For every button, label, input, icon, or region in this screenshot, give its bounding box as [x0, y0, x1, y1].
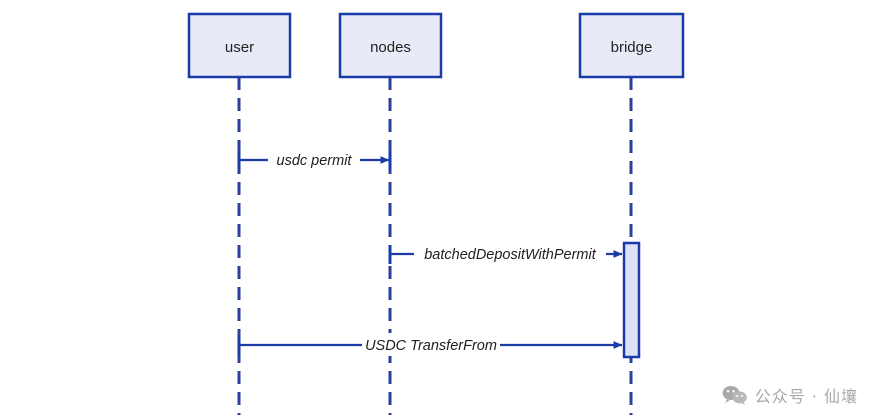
- participant-user-rect: [187, 12, 292, 79]
- activation-bar-bridge: [622, 241, 641, 359]
- participant-box-bridge[interactable]: bridge: [578, 12, 685, 79]
- participant-bridge-rect: [578, 12, 685, 79]
- message-3-label: USDC TransferFrom: [365, 338, 497, 354]
- message-usdc-permit[interactable]: usdc permit: [237, 148, 392, 171]
- participant-nodes-rect: [338, 12, 443, 79]
- watermark: 公众号 · 仙壤: [722, 383, 858, 407]
- message-usdc-transferfrom[interactable]: USDC TransferFrom: [237, 333, 623, 356]
- message-2-label-backdrop: [414, 242, 606, 265]
- message-2-label: batchedDepositWithPermit: [424, 247, 597, 263]
- participant-user-label: user: [225, 39, 254, 56]
- message-1-label-backdrop: [268, 148, 360, 171]
- participant-nodes-label: nodes: [370, 39, 411, 56]
- participant-box-user[interactable]: user: [187, 12, 292, 79]
- message-batched-deposit-with-permit[interactable]: batchedDepositWithPermit: [388, 242, 623, 265]
- message-3-label-backdrop: [362, 333, 500, 356]
- wechat-logo-icon: [722, 386, 747, 405]
- participant-box-nodes[interactable]: nodes: [338, 12, 443, 79]
- activation-bar-rect: [622, 241, 641, 359]
- participant-bridge-label: bridge: [611, 39, 653, 56]
- watermark-text: 公众号 · 仙壤: [754, 387, 858, 406]
- message-1-label: usdc permit: [277, 153, 353, 169]
